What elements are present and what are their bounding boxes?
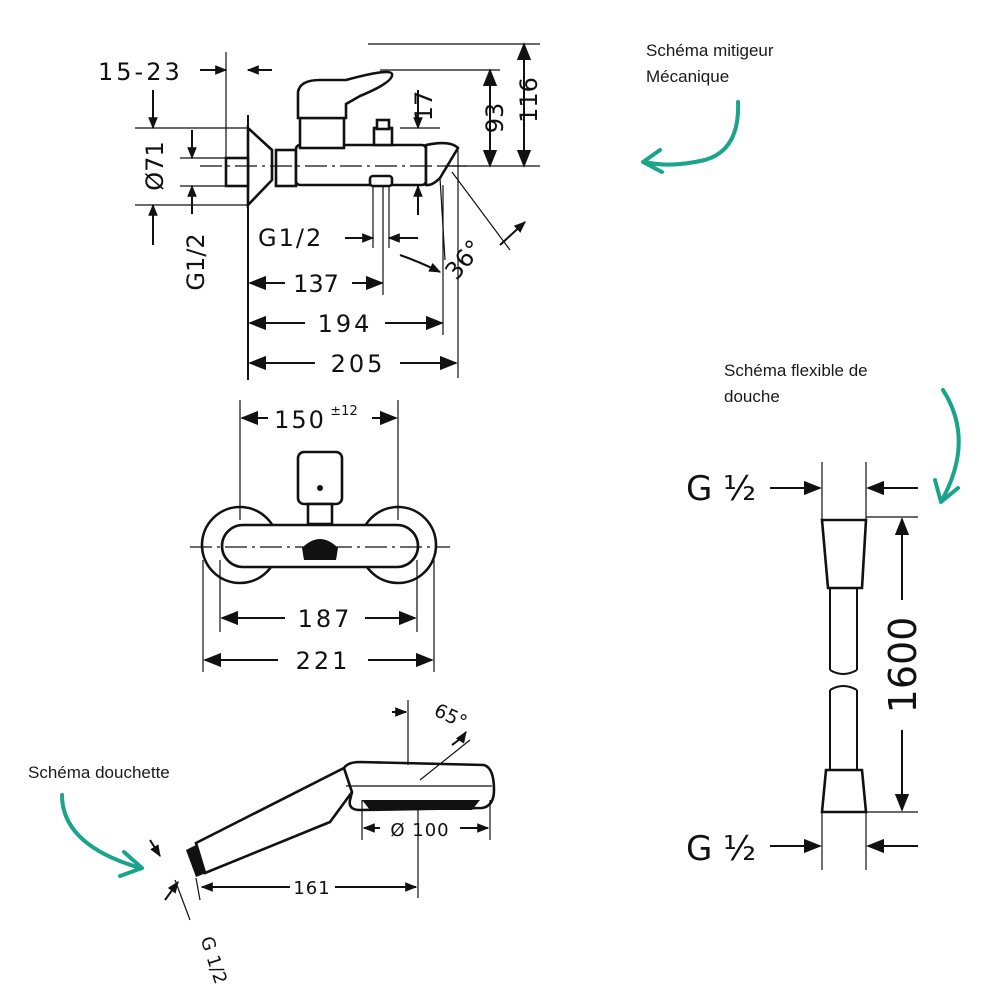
dim-187: 187	[298, 605, 353, 633]
dim-17: 17	[410, 91, 438, 122]
dim-g12-handshower: G 1/2	[196, 934, 231, 987]
shower-hose-view: G ½ G ½ 1600	[686, 462, 925, 870]
annotation-arrows	[60, 100, 961, 878]
dim-g12-mid: G1/2	[258, 224, 323, 252]
hose-callout-arrow	[940, 388, 961, 502]
dim-g12-left: G1/2	[182, 233, 210, 290]
hose-g12-top: G ½	[686, 469, 756, 509]
mixer-callout-label: Schéma mitigeur Mécanique	[646, 38, 774, 90]
dim-194: 194	[318, 310, 373, 338]
dim-161: 161	[293, 878, 330, 899]
hose-callout-label: Schéma flexible de douche	[724, 358, 868, 410]
dim-150-tolerance: ±12	[330, 404, 357, 419]
mixer-callout-line2: Mécanique	[646, 67, 730, 86]
mixer-side-view: 93 116 17 15-23 Ø71 G1/2 G1/2	[98, 42, 543, 380]
hose-callout-line2: douche	[724, 387, 780, 406]
dim-36-deg: 36°	[439, 235, 488, 286]
dim-116: 116	[515, 77, 543, 123]
mixer-callout-arrow	[643, 100, 741, 167]
dim-65-deg: 65°	[431, 699, 471, 733]
hose-g12-bottom: G ½	[686, 829, 756, 869]
dim-diameter-71: Ø71	[141, 141, 169, 190]
dim-205: 205	[331, 350, 386, 378]
dim-1600: 1600	[881, 617, 925, 714]
mixer-front-view: 150 ±12 187 221	[190, 400, 450, 675]
dim-93: 93	[481, 103, 509, 134]
handshower-view: 65° Ø 100 161 G 1/2	[149, 699, 496, 987]
dim-15-23: 15-23	[98, 58, 183, 86]
dim-137: 137	[293, 270, 339, 298]
dim-221: 221	[296, 647, 351, 675]
handshower-callout-label: Schéma douchette	[28, 763, 170, 782]
handshower-callout-arrow	[60, 793, 142, 870]
hose-callout-line1: Schéma flexible de	[724, 361, 868, 380]
dim-150: 150	[274, 406, 326, 434]
dim-diameter-100: Ø 100	[390, 820, 449, 841]
mixer-callout-line1: Schéma mitigeur	[646, 41, 774, 60]
